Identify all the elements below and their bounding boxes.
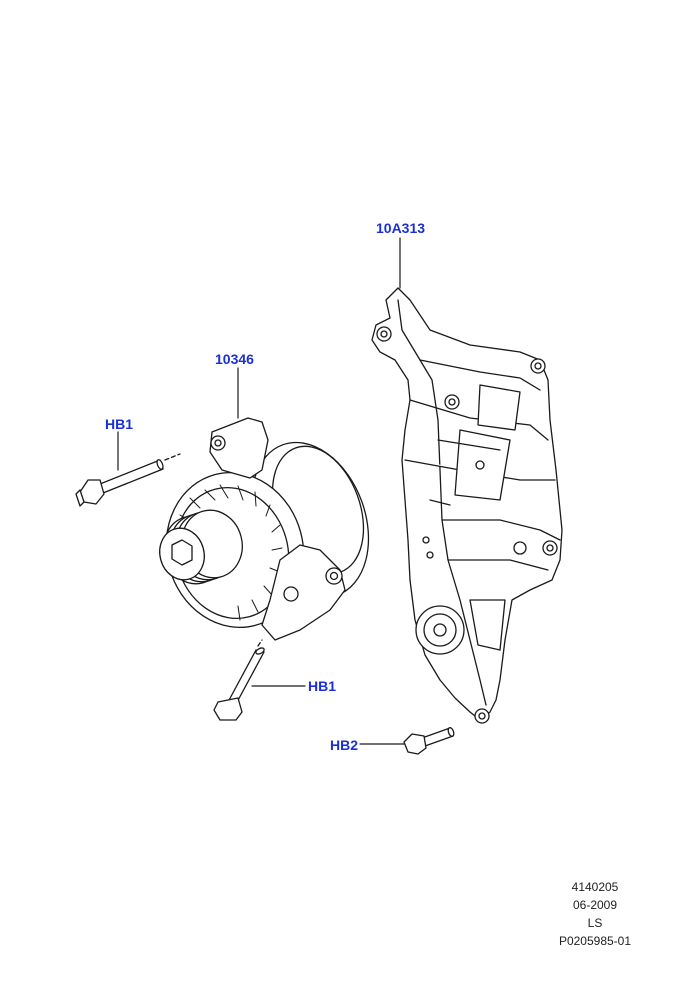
reference-illustration-id: P0205985-01 bbox=[558, 934, 632, 948]
reference-date: 06-2009 bbox=[572, 898, 618, 912]
callout-bolt-hb2: HB2 bbox=[330, 737, 359, 753]
leader-lines bbox=[117, 237, 407, 745]
alternator-drawing bbox=[159, 417, 370, 641]
drawing-reference-block: 4140205 06-2009 LS P0205985-01 bbox=[540, 878, 650, 950]
callout-alternator-10346: 10346 bbox=[215, 351, 254, 367]
mounting-bracket-drawing bbox=[371, 287, 563, 724]
reference-model-code: LS bbox=[587, 916, 603, 930]
bolt-bracket-drawing bbox=[403, 727, 455, 755]
reference-number: 4140205 bbox=[571, 880, 619, 894]
callout-bracket-10a313: 10A313 bbox=[376, 220, 426, 236]
callout-bolt-hb1-lower: HB1 bbox=[308, 678, 337, 694]
bolt-upper-drawing bbox=[75, 453, 181, 507]
callout-bolt-hb1-upper: HB1 bbox=[105, 416, 134, 432]
bolt-lower-drawing bbox=[213, 639, 265, 721]
